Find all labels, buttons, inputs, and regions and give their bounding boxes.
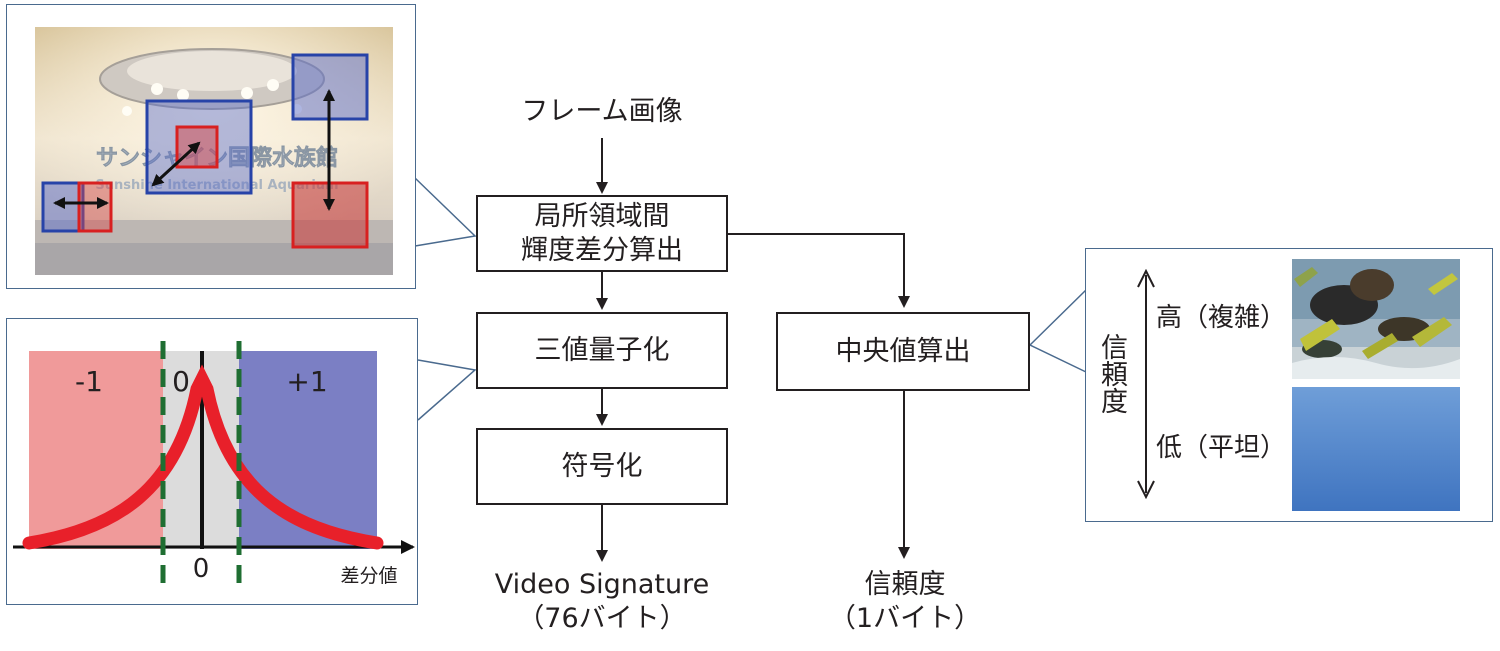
confidence-axis-label: 信頼度 <box>1096 333 1127 414</box>
axis-label-diff: 差分値 <box>340 565 397 587</box>
luminance-diff-line2: 輝度差分算出 <box>521 234 683 266</box>
label-zero-region: 0 <box>172 365 190 398</box>
photo-callout: サンシャイン国際水族館 Sunshine International Aquar… <box>6 4 416 289</box>
label-plus-one: +1 <box>286 365 327 398</box>
label-minus-one: -1 <box>75 365 103 398</box>
confidence-output: 信頼度 （1バイト） <box>828 569 982 634</box>
axis-zero-label: 0 <box>193 554 210 584</box>
luminance-diff-box: 局所領域間 輝度差分算出 <box>476 195 728 272</box>
callout-tail-confidence <box>1028 289 1087 373</box>
region-plus-one <box>239 351 377 549</box>
median-box: 中央値算出 <box>776 312 1030 391</box>
quantization-graph: -1 0 +1 0 差分値 <box>13 341 415 593</box>
luminance-diff-line1: 局所領域間 <box>534 200 670 232</box>
video-signature-output: Video Signature （76バイト） <box>494 569 710 634</box>
frame-photo: サンシャイン国際水族館 Sunshine International Aquar… <box>35 27 393 275</box>
region-minus-one <box>29 351 163 549</box>
frame-image-label: フレーム画像 <box>521 96 683 127</box>
low-flat-label: 低（平坦） <box>1156 433 1287 463</box>
double-arrow-center <box>151 141 201 187</box>
callout-tail-quant <box>417 359 477 421</box>
flat-image <box>1292 387 1460 511</box>
distribution-curve <box>22 364 384 550</box>
confidence-arrow <box>1137 269 1155 499</box>
encoding-box: 符号化 <box>476 428 728 505</box>
confidence-callout: 信頼度 高（複雑） 低（平坦） <box>1085 248 1493 522</box>
region-box-blue-left <box>41 181 85 233</box>
region-box-red-center <box>175 125 219 169</box>
high-complex-label: 高（複雑） <box>1156 303 1287 333</box>
quantization-callout: -1 0 +1 0 差分値 <box>6 318 418 605</box>
callout-tail-photo <box>414 177 477 247</box>
arrow-diff-to-median <box>728 233 910 308</box>
complex-image <box>1292 259 1460 379</box>
ternary-quantization-box: 三値量子化 <box>476 312 728 389</box>
region-box-red-left <box>77 181 113 233</box>
